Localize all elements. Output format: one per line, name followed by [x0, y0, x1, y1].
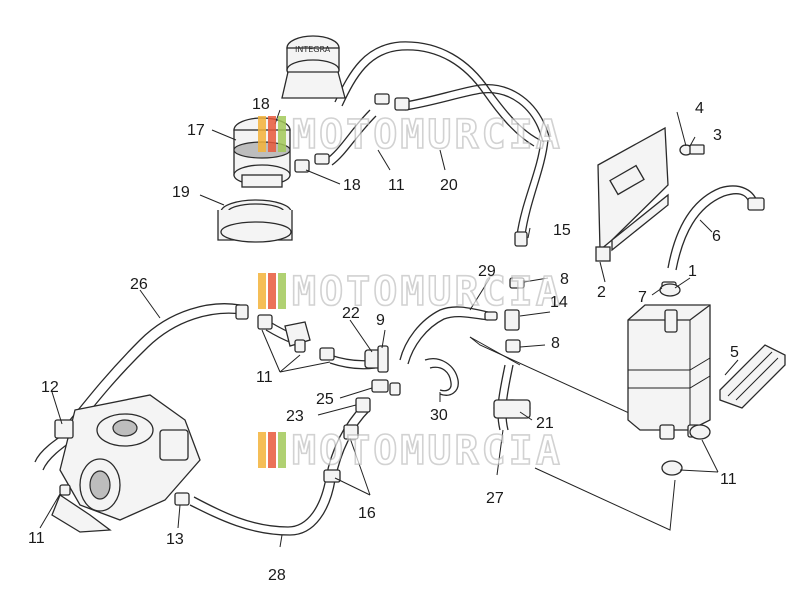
label-28: 28: [268, 567, 286, 584]
label-11d: 11: [720, 471, 737, 488]
hose-26-inner: [77, 312, 243, 427]
fitting-c: [389, 382, 401, 396]
part-18-clamp-b: [294, 159, 310, 173]
fitting-b: [394, 97, 410, 111]
label-15: 15: [553, 222, 571, 239]
hose-30-inner: [429, 366, 452, 392]
hose-20: [334, 41, 541, 141]
hose-29-inner: [407, 315, 489, 365]
leader-lines: [39, 109, 739, 548]
label-26: 26: [130, 276, 148, 293]
label-9: 9: [376, 312, 385, 329]
hoses: [34, 41, 765, 536]
hose-11-upper-inner: [404, 92, 544, 143]
part-5-strap: [719, 344, 786, 409]
part-13-clamp: [174, 492, 190, 506]
hose-29: [399, 306, 489, 361]
label-29: 29: [478, 263, 496, 280]
label-8b: 8: [551, 335, 560, 352]
hose-20-inner: [341, 49, 535, 147]
hose-27: [497, 364, 506, 431]
label-6: 6: [712, 228, 721, 245]
part-labels: 1 2 3 4 5 6 7 8 8 9 11 11 11 11 12 13 14…: [28, 96, 739, 584]
watermark-text-top: MOTOMURCIA: [292, 112, 563, 158]
carburetor: [51, 394, 201, 533]
part-1-canister: [627, 281, 711, 440]
vent-line-lower: [534, 467, 676, 531]
label-27: 27: [486, 490, 504, 507]
hose-6-end: [747, 197, 765, 211]
label-18b: 18: [343, 177, 361, 194]
part-14-tee: [504, 309, 520, 331]
label-4: 4: [695, 100, 704, 117]
hose-28-inner: [193, 403, 364, 528]
part-25-clip: [371, 379, 389, 393]
label-11b: 11: [256, 369, 273, 386]
label-12: 12: [41, 379, 59, 396]
hose-26: [69, 303, 241, 421]
part-11-clamp-a: [689, 424, 711, 440]
svg-text:INTEGRA: INTEGRA: [295, 45, 331, 54]
hose-30: [424, 358, 459, 396]
label-11a: 11: [388, 177, 405, 194]
watermark-bottom: MOTOMURCIA: [258, 427, 563, 475]
hose-15-inner: [516, 139, 542, 236]
label-16: 16: [358, 505, 376, 522]
label-7: 7: [638, 289, 647, 306]
label-18a: 18: [252, 96, 270, 113]
label-5: 5: [730, 344, 739, 361]
part-3-bolt: [689, 144, 705, 155]
label-23: 23: [286, 408, 304, 425]
label-8a: 8: [560, 271, 569, 288]
watermark-top: MOTOMURCIA: [258, 111, 563, 159]
hose-11-upper: [404, 84, 551, 141]
part-18-clamp-a: [374, 93, 390, 105]
hose-6-inner: [675, 193, 751, 271]
watermark-text-middle: MOTOMURCIA: [292, 269, 563, 315]
hose-11-left-inner: [331, 115, 377, 166]
vent-line-link: [469, 336, 521, 366]
part-22-valve: [364, 345, 389, 373]
part-16-clamp-a: [343, 424, 359, 440]
tee-fitting: [484, 311, 498, 321]
parts: INTEGRA: [51, 35, 786, 533]
label-17: 17: [187, 122, 205, 139]
label-20: 20: [440, 177, 458, 194]
hose-6: [667, 185, 759, 269]
label-25: 25: [316, 391, 334, 408]
watermark-middle: MOTOMURCIA: [258, 268, 563, 316]
label-30: 30: [430, 407, 448, 424]
label-2: 2: [597, 284, 606, 301]
reservoir: INTEGRA: [281, 35, 346, 99]
hose-15: [524, 139, 549, 236]
label-14: 14: [550, 294, 568, 311]
label-22: 22: [342, 305, 360, 322]
hose-27-inner: [505, 364, 514, 431]
part-23-bracket: [355, 397, 371, 413]
part-7-clamp: [659, 283, 681, 297]
label-11c: 11: [28, 530, 45, 547]
part-21-clamp: [493, 399, 531, 419]
part-8-clamp-b: [505, 339, 521, 353]
part-8-clamp-a: [509, 277, 525, 289]
part-2-bracket: [595, 126, 669, 262]
label-21: 21: [536, 415, 554, 432]
label-1: 1: [688, 263, 697, 280]
watermark-text-bottom: MOTOMURCIA: [292, 428, 563, 474]
hose-15-end: [514, 231, 528, 247]
part-11-clamp-b: [661, 460, 683, 476]
hose-28: [189, 409, 371, 536]
label-13: 13: [166, 531, 184, 548]
fitting-a: [314, 153, 330, 165]
inline-filter: [235, 304, 335, 361]
label-3: 3: [713, 127, 722, 144]
label-19: 19: [172, 184, 190, 201]
part-19-clamp: [217, 199, 293, 243]
